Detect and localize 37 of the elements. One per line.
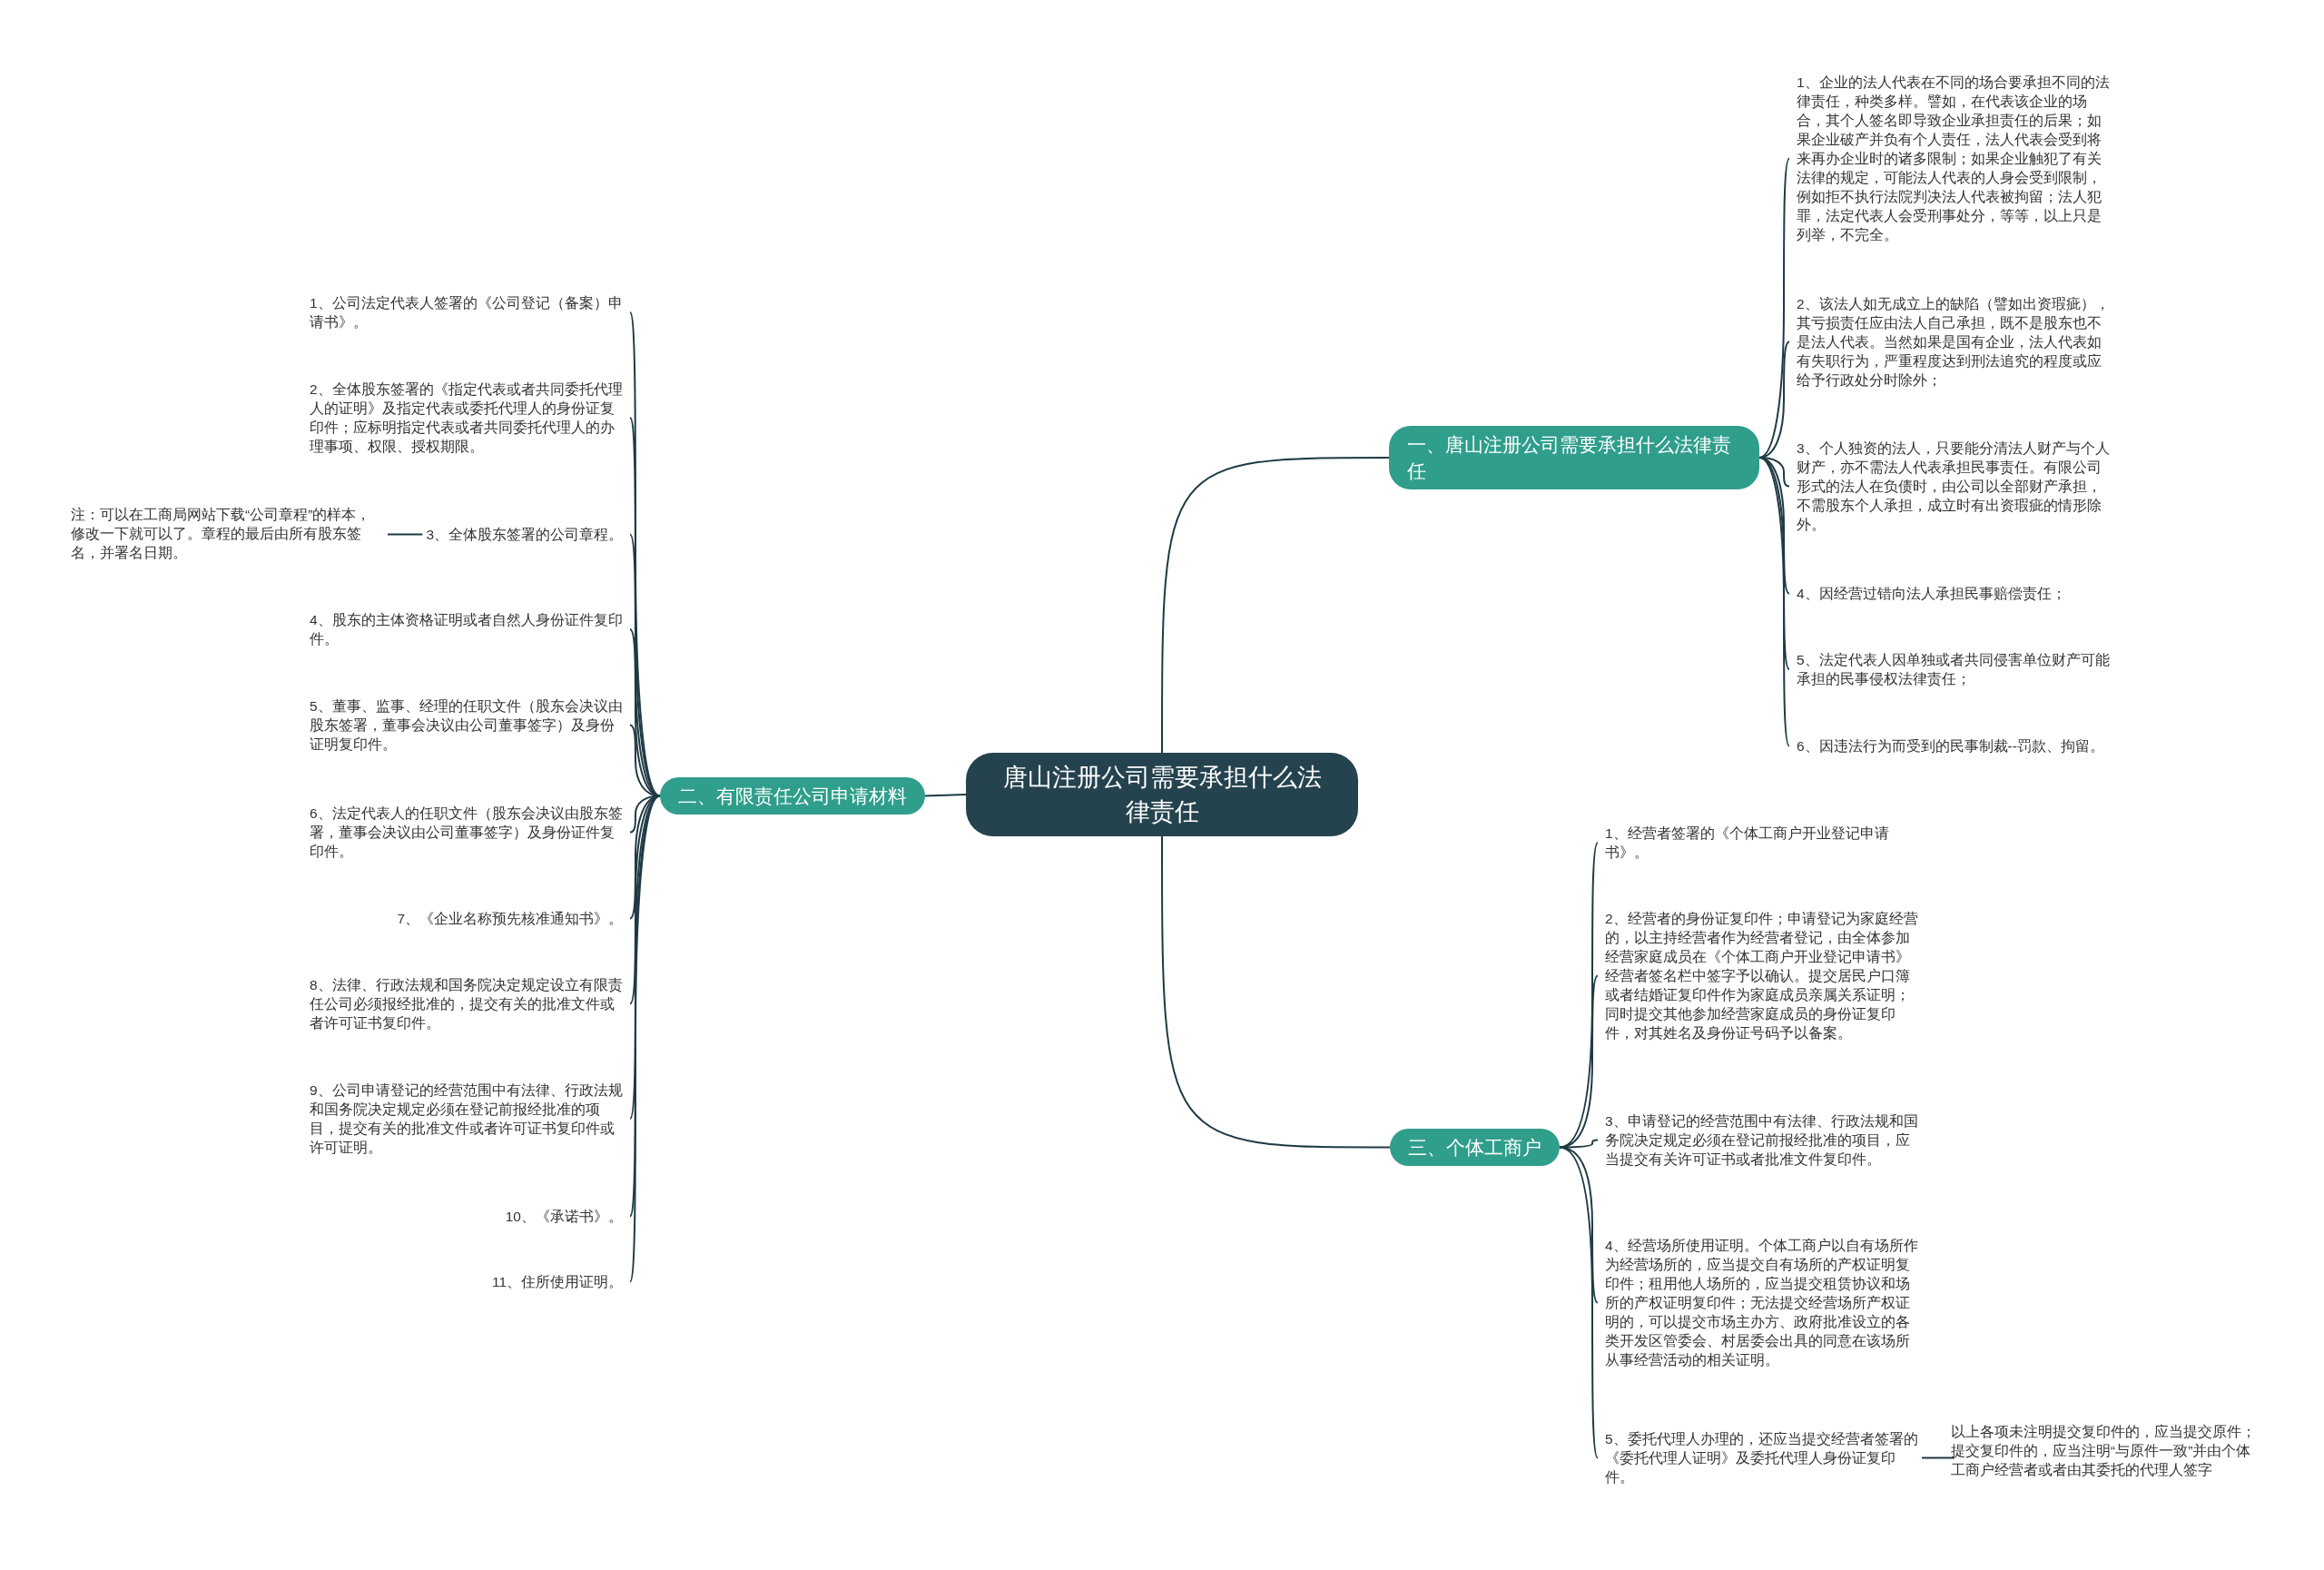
leaf-text: 11、住所使用证明。 [491,1272,623,1291]
leaf-text: 1、经营者签署的《个体工商户开业登记申请书》。 [1605,824,1918,862]
connector-line [1559,1139,1599,1149]
leaf-text: 6、法定代表人的任职文件（股东会决议由股东签署，董事会决议由公司董事签字）及身份证件复印件。 [310,804,623,861]
leaf-text: 3、个人独资的法人，只要能分清法人财产与个人财产，亦不需法人代表承担民事责任。有限公司形式的法人在负债时，由公司以全部财产承担，不需股东个人承担，成立时有出资瑕疵的情形除外。 [1797,439,2110,534]
connector-line [1921,1456,1955,1459]
leaf-text: 1、企业的法人代表在不同的场合要承担不同的法律责任，种类多样。譬如，在代表该企业的场合，其个人签名即导致企业承担责任的后果；如果企业破产并负有个人责任，法人代表会受到将来再办企业时的诸多限制；如果企业触犯了有关法律的规定，可能法人代表的人身会受到限制，例如拒不执行法院判决法人代表被拘留；法人犯罪，法定代表人会受刑事处分，等等，以上只是列举，不完全。 [1797,73,2110,244]
leaf-text: 4、经营场所使用证明。个体工商户以自有场所作为经营场所的，应当提交自有场所的产权证明复印件；租用他人场所的，应当提交租赁协议和场所的产权证明复印件；无法提交经营场所产权证明的，可以提交市场主办方、政府批准设立的各类开发区管委会、村居委会出具的同意在该场所从事经营活动的相关证明。 [1605,1236,1918,1369]
note-text: 以上各项未注明提交复印件的，应当提交原件；提交复印件的，应当注明“与原件一致”并由个体工商户经营者或者由其委托的代理人签字 [1951,1422,2264,1479]
leaf-text: 7、《企业名称预先核准通知书》。 [397,909,623,928]
branch-topic: 二、有限责任公司申请材料 [660,777,925,815]
leaf-text: 8、法律、行政法规和国务院决定规定设立有限责任公司必须报经批准的，提交有关的批准文件或者许可证书复印件。 [310,975,623,1032]
connector-line [1758,157,1790,459]
leaf-text: 4、因经营过错向法人承担民事赔偿责任； [1797,584,2110,603]
connector-line [1559,1146,1599,1459]
leaf-text: 2、全体股东签署的《指定代表或者共同委托代理人的证明》及指定代表或委托代理人的身份证复印件；应标明指定代表或者共同委托代理人的办理事项、权限、授权期限。 [310,380,623,456]
leaf-text: 2、该法人如无成立上的缺陷（譬如出资瑕疵），其亏损责任应由法人自己承担，既不是股东也不是法人代表。当然如果是国有企业，法人代表如有失职行为，严重程度达到刑法追究的程度或应给予行政处分时除外； [1797,294,2110,390]
leaf-text: 2、经营者的身份证复印件；申请登记为家庭经营的，以主持经营者作为经营者登记，由全体参加经营家庭成员在《个体工商户开业登记申请书》经营者签名栏中签字予以确认。提交居民户口簿或者结婚证复印件作为家庭成员亲属关系证明；同时提交其他参加经营家庭成员的身份证复印件，对其姓名及身份证号码予以备案。 [1605,909,1918,1042]
leaf-text: 1、公司法定代表人签署的《公司登记（备案）申请书》。 [310,293,623,331]
leaf-text: 6、因违法行为而受到的民事制裁--罚款、拘留。 [1797,736,2110,755]
connector-line [1161,835,1391,1149]
leaf-text: 9、公司申请登记的经营范围中有法律、行政法规和国务院决定规定必须在登记前报经批准的项目，提交有关的批准文件或者许可证书复印件或许可证明。 [310,1081,623,1157]
leaf-text: 3、申请登记的经营范围中有法律、行政法规和国务院决定规定必须在登记前报经批准的项目，应当提交有关许可证书或者批准文件复印件。 [1605,1111,1918,1169]
leaf-text: 4、股东的主体资格证明或者自然人身份证件复印件。 [310,610,623,648]
leaf-text: 5、委托代理人办理的，还应当提交经营者签署的《委托代理人证明》及委托代理人身份证复印件。 [1605,1429,1918,1486]
leaf-text: 5、董事、监事、经理的任职文件（股东会决议由股东签署，董事会决议由公司董事签字）及身份证明复印件。 [310,696,623,754]
leaf-text: 10、《承诺书》。 [505,1207,623,1226]
connector-line [1161,457,1390,754]
central-topic: 唐山注册公司需要承担什么法律责任 [966,753,1358,836]
leaf-text: 5、法定代表人因单独或者共同侵害单位财产可能承担的民事侵权法律责任； [1797,650,2110,688]
note-text: 注：可以在工商局网站下载“公司章程”的样本，修改一下就可以了。章程的最后由所有股东签名，并署名日期。 [71,505,384,562]
leaf-text: 3、全体股东签署的公司章程。 [426,525,623,544]
connector-line [924,794,967,797]
connector-line [387,533,424,536]
branch-topic: 三、个体工商户 [1390,1129,1560,1166]
branch-topic: 一、唐山注册公司需要承担什么法律责任 [1389,426,1759,489]
connector-line [1758,457,1790,747]
